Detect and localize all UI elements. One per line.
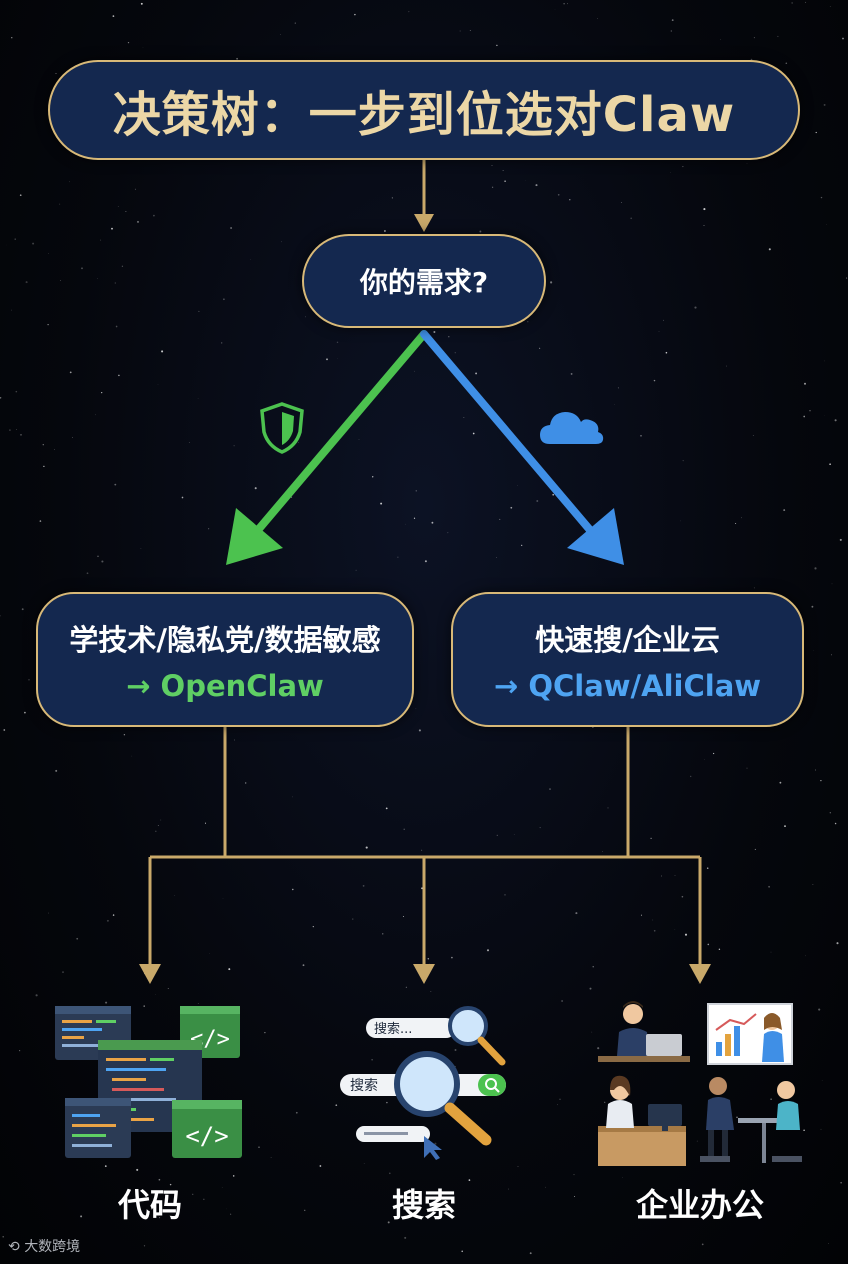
question-text: 你的需求? (360, 261, 488, 301)
search-bar-text-2: 搜索 (350, 1077, 378, 1094)
office-people-illustration (598, 1001, 802, 1166)
qclaw-condition: 快速搜/企业云 (535, 617, 720, 659)
outcome-code-label: 代码 (40, 1180, 260, 1226)
question-node: 你的需求? (302, 234, 546, 328)
watermark-mark: ⟲ (8, 1239, 24, 1255)
svg-text:</>: </> (185, 1122, 228, 1150)
title-to-question-arrowhead (414, 214, 434, 232)
outcome-office-label: 企业办公 (590, 1180, 810, 1226)
left-branch-arrow (226, 334, 424, 565)
search-illustration: 搜索... 搜索 (340, 1008, 506, 1160)
code-windows-illustration: </> </> (55, 1006, 242, 1158)
openclaw-result: → OpenClaw (126, 669, 324, 703)
watermark-text: 大数跨境 (24, 1239, 80, 1255)
openclaw-condition: 学技术/隐私党/数据敏感 (69, 617, 380, 659)
drop-search-arrowhead (413, 964, 435, 984)
qclaw-result: → QClaw/AliClaw (494, 669, 761, 703)
diagram-title: 决策树：一步到位选对Claw (113, 75, 735, 145)
drop-office-arrowhead (689, 964, 711, 984)
cloud-icon (540, 412, 603, 444)
watermark-logo: ⟲ 大数跨境 (8, 1236, 80, 1256)
outcome-search-label: 搜索 (314, 1180, 534, 1226)
drop-code-arrowhead (139, 964, 161, 984)
right-branch-arrow (424, 334, 624, 565)
title-node: 决策树：一步到位选对Claw (48, 60, 800, 160)
shield-icon (262, 404, 302, 452)
qclaw-node: 快速搜/企业云 → QClaw/AliClaw (451, 592, 804, 727)
search-bar-text-1: 搜索... (374, 1022, 412, 1037)
openclaw-node: 学技术/隐私党/数据敏感 → OpenClaw (36, 592, 414, 727)
